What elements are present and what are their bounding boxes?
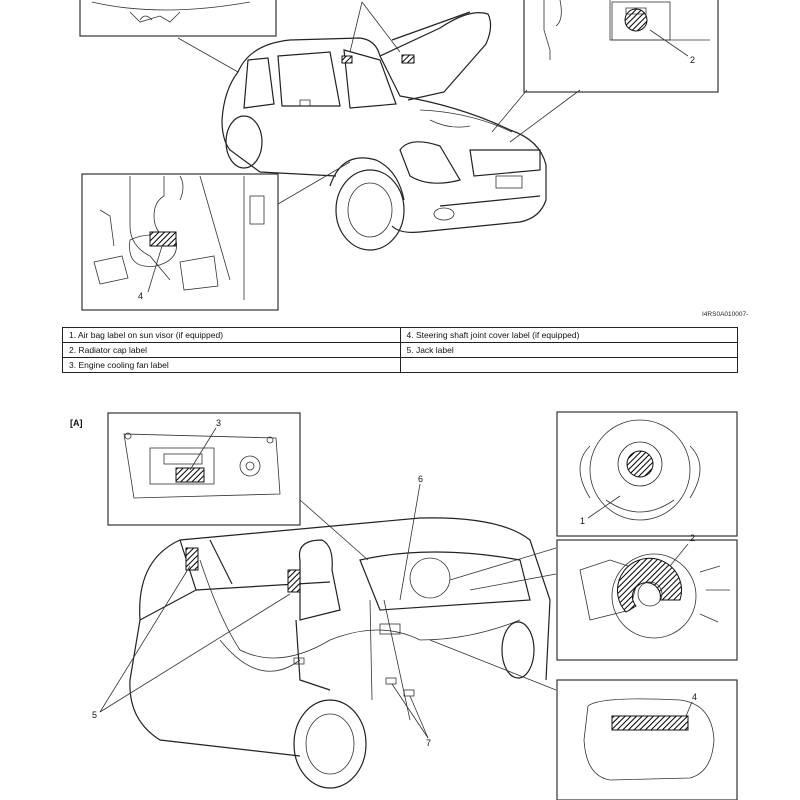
legend-cell: 5. Jack label xyxy=(399,342,738,358)
figure-tag: [A] xyxy=(70,418,83,428)
legend-row: 2. Radiator cap label 5. Jack label xyxy=(62,342,738,358)
shaft-cover-inset xyxy=(556,679,738,800)
callout-bottom-5: 5 xyxy=(92,710,97,720)
cooling-fan-inset xyxy=(107,412,369,561)
callout-bottom-3: 3 xyxy=(216,418,221,428)
callout-bottom-6: 6 xyxy=(418,474,423,484)
legend-row: 1. Air bag label on sun visor (if equipp… xyxy=(62,327,738,343)
legend-row: 3. Engine cooling fan label xyxy=(62,357,738,373)
figure-code: I4RS0A010007- xyxy=(702,311,749,318)
bottom-figure: 3 1 2 4 xyxy=(92,411,738,800)
top-figure: 2 xyxy=(79,0,719,311)
legend-table: 1. Air bag label on sun visor (if equipp… xyxy=(62,327,738,373)
airbag-inset-1 xyxy=(556,411,738,537)
pedal-inset xyxy=(81,173,279,311)
callout-bottom-4: 4 xyxy=(692,692,697,702)
legend-cell: 1. Air bag label on sun visor (if equipp… xyxy=(62,327,401,343)
legend-cell: 4. Steering shaft joint cover label (if … xyxy=(399,327,738,343)
legend-cell: 3. Engine cooling fan label xyxy=(62,357,401,373)
callout-bottom-7: 7 xyxy=(426,738,431,748)
car-top xyxy=(221,11,547,251)
legend-cell xyxy=(399,357,738,373)
legend-cell: 2. Radiator cap label xyxy=(62,342,401,358)
radiator-inset xyxy=(491,0,719,143)
callout-bottom-1: 1 xyxy=(580,516,585,526)
airbag-inset-2 xyxy=(556,539,738,661)
callout-top-4: 4 xyxy=(138,291,143,301)
car-bottom xyxy=(99,483,557,789)
sun-visor-inset xyxy=(79,0,277,73)
callout-top-2: 2 xyxy=(690,55,695,65)
callout-bottom-2: 2 xyxy=(690,533,695,543)
